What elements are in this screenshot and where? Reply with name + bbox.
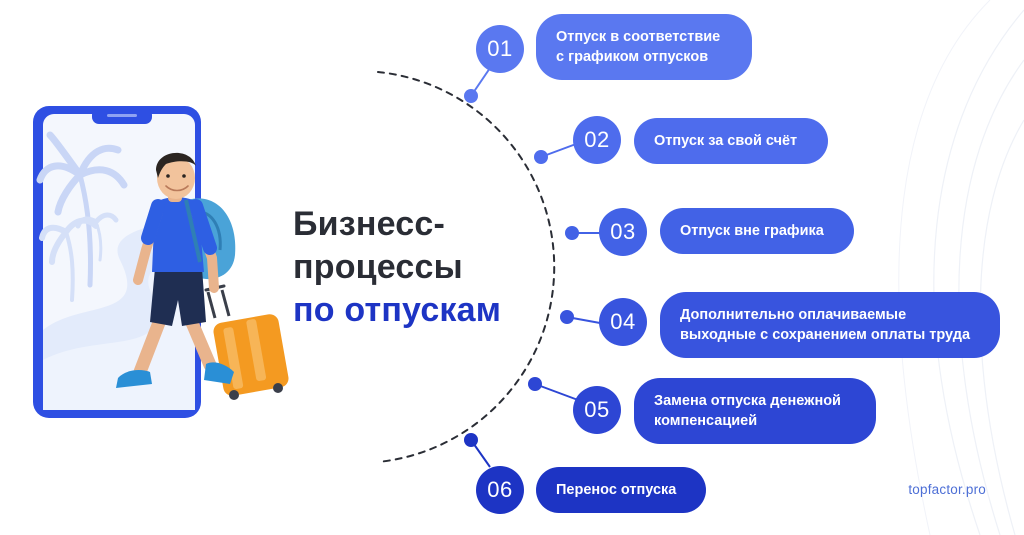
step-number: 03 — [599, 208, 647, 256]
step-label: Отпуск за свой счёт — [634, 118, 828, 164]
title-line-3: по отпускам — [293, 290, 502, 329]
dot-connector-icon — [560, 310, 574, 324]
dot-connector-icon — [534, 150, 548, 164]
title-line-1: Бизнесс- — [293, 205, 445, 243]
step-number: 01 — [476, 25, 524, 73]
step-label: Отпуск вне графика — [660, 208, 854, 254]
brand-watermark: topfactor.pro — [908, 482, 986, 497]
title-line-2: процессы — [293, 247, 463, 286]
step-label: Перенос отпуска — [536, 467, 706, 513]
step-label: Дополнительно оплачиваемые выходные с со… — [660, 292, 1000, 358]
dot-connector-icon — [565, 226, 579, 240]
step-number: 02 — [573, 116, 621, 164]
dot-connector-icon — [464, 89, 478, 103]
step-label: Отпуск в соответствие с графиком отпуско… — [536, 14, 752, 80]
step-number: 04 — [599, 298, 647, 346]
dot-connector-icon — [528, 377, 542, 391]
page-title: Бизнесс- процессы по отпускам — [293, 203, 501, 331]
step-label: Замена отпуска денежной компенсацией — [634, 378, 876, 444]
step-number: 06 — [476, 466, 524, 514]
step-number: 05 — [573, 386, 621, 434]
dot-connector-icon — [464, 433, 478, 447]
